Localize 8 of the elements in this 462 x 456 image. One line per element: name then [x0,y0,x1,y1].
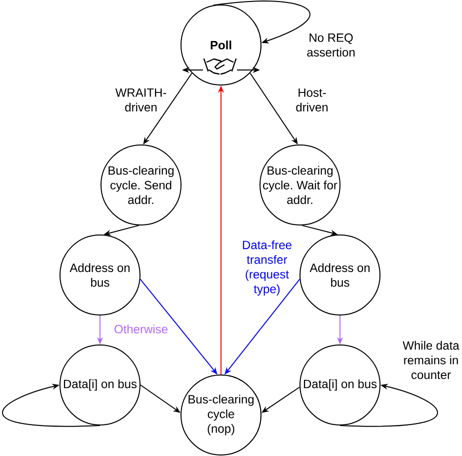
edge-label: WRAITH- driven [115,88,166,112]
edge-label: Otherwise [114,324,168,334]
edge-label: Data-free transfer (request type) [242,240,292,296]
loop-arrow [2,384,100,427]
loop-arrow [212,0,310,44]
edge-label: While data remains in counter [402,340,460,380]
edge-label: No REQ assertion [307,33,355,57]
edge-label: Host- driven [296,88,328,112]
